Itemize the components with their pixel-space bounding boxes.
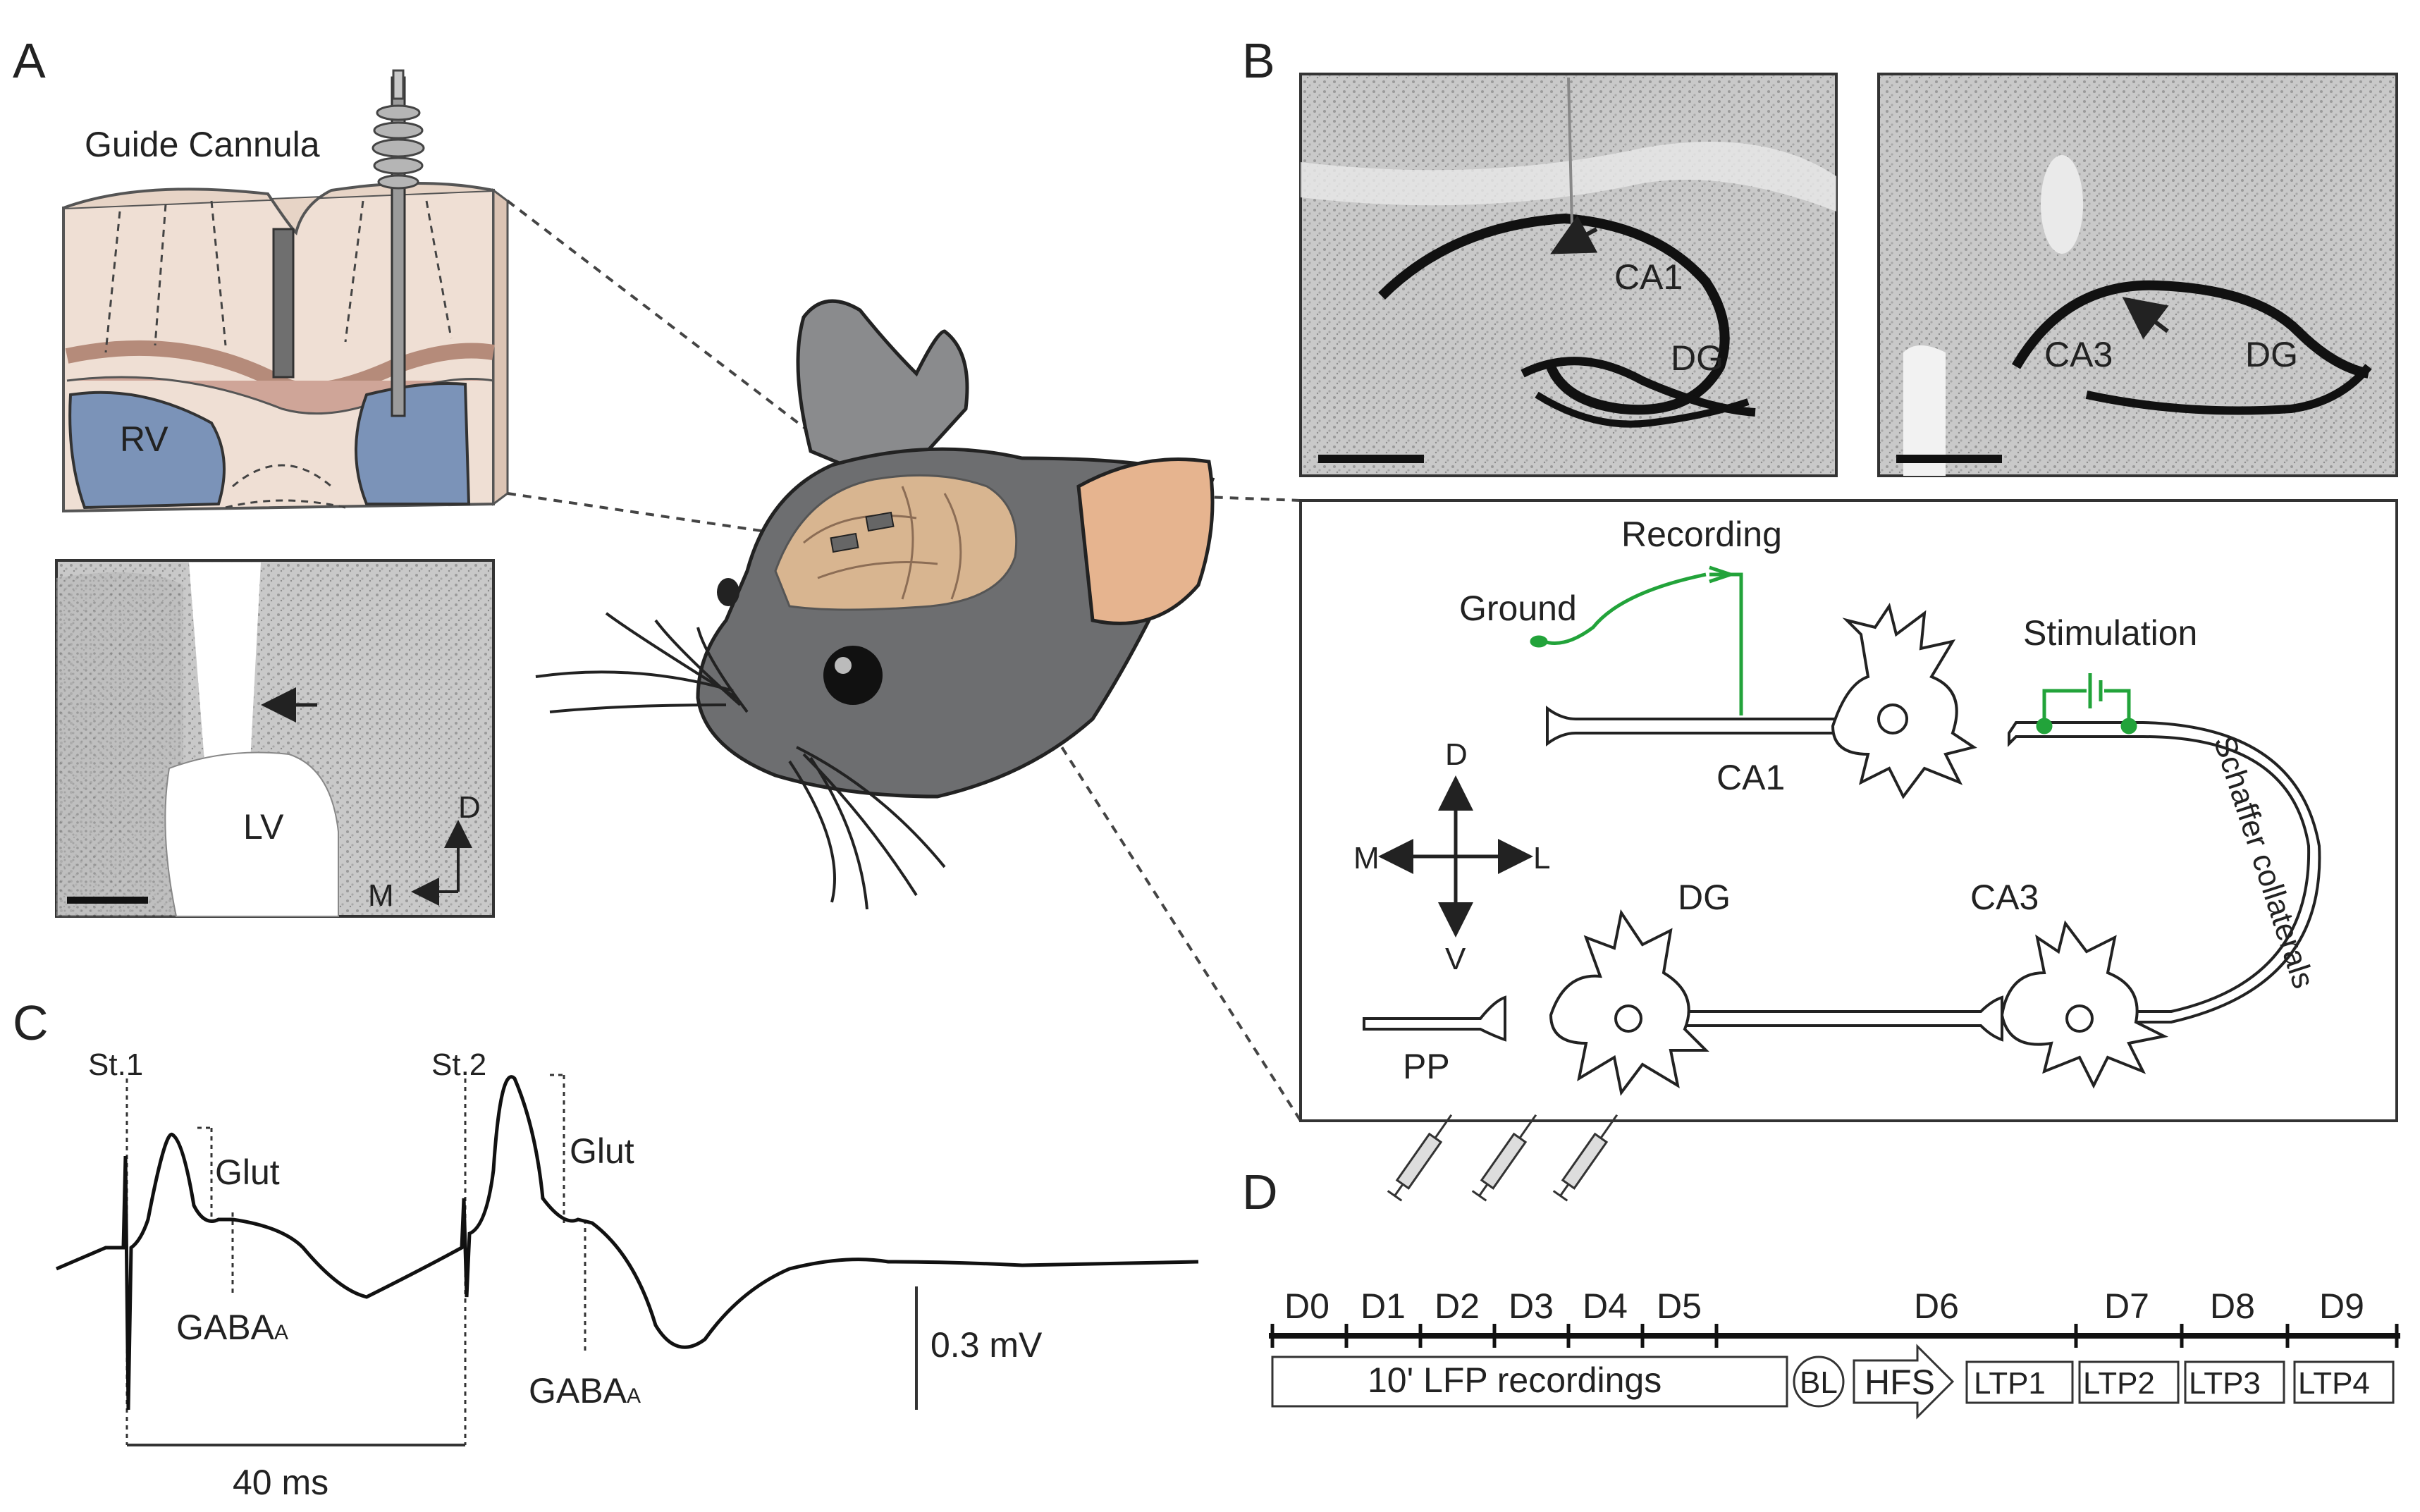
lfp-trace-line <box>56 1075 1199 1410</box>
stimulation-label: Stimulation <box>2023 613 2197 653</box>
lv-label: LV <box>243 807 284 847</box>
compass-v: V <box>1445 942 1466 976</box>
circuit-ca1-label: CA1 <box>1716 758 1785 797</box>
ltp4-label: LTP4 <box>2298 1366 2370 1401</box>
stimulation-electrode <box>2036 673 2137 735</box>
recording-electrode <box>1530 565 1743 715</box>
compass-m: M <box>1353 841 1380 875</box>
day-d9: D9 <box>2319 1286 2364 1326</box>
slice1-dg-label: DG <box>1671 338 1724 378</box>
hfs-arrow <box>1853 1344 1955 1420</box>
hfs-label: HFS <box>1865 1363 1935 1402</box>
brain-block-illustration <box>62 69 509 513</box>
gaba1-label: GABAA <box>176 1308 288 1347</box>
ltp3-label: LTP3 <box>2189 1366 2261 1401</box>
ltp1-label: LTP1 <box>1974 1366 2046 1401</box>
orientation-compass <box>1378 775 1533 938</box>
day-d1: D1 <box>1361 1286 1406 1326</box>
ltp2-box <box>2078 1360 2180 1404</box>
mouse-head-illustration <box>535 299 1215 910</box>
panel-b-letter: B <box>1242 33 1275 88</box>
circuit-neurons <box>1363 603 2321 1096</box>
panel-a-letter: A <box>13 33 46 88</box>
guide-cannula-label: Guide Cannula <box>85 125 320 164</box>
compass-d: D <box>1445 737 1468 772</box>
ltp2-label: LTP2 <box>2083 1366 2155 1401</box>
gaba2-label: GABAA <box>529 1371 641 1410</box>
circuit-ca3-label: CA3 <box>1970 878 2039 917</box>
glut1-label: Glut <box>215 1153 280 1192</box>
day-d7: D7 <box>2104 1286 2149 1326</box>
baseline-label: BL <box>1800 1365 1838 1400</box>
ltp1-box <box>1965 1360 2074 1404</box>
scale-time-label: 40 ms <box>233 1463 328 1502</box>
day-d8: D8 <box>2210 1286 2255 1326</box>
day-d6: D6 <box>1914 1286 1959 1326</box>
recording-label: Recording <box>1621 515 1782 554</box>
rv-label: RV <box>120 419 168 459</box>
timeline-ticks <box>1270 1324 2399 1348</box>
lfp-recordings-label: 10' LFP recordings <box>1368 1360 1662 1400</box>
slice2-dg-label: DG <box>2245 335 2298 374</box>
compass-l: L <box>1533 841 1550 875</box>
ground-label: Ground <box>1459 589 1577 628</box>
slice1-ca1-label: CA1 <box>1614 257 1683 297</box>
circuit-pp-label: PP <box>1403 1047 1450 1086</box>
day-d5: D5 <box>1657 1286 1702 1326</box>
glut2-label: Glut <box>570 1131 634 1171</box>
axis-d-label: D <box>458 790 481 825</box>
ltp4-box <box>2293 1360 2395 1404</box>
panel-c-letter: C <box>13 995 49 1050</box>
scale-voltage-label: 0.3 mV <box>930 1325 1043 1365</box>
day-d3: D3 <box>1509 1286 1554 1326</box>
slice2-ca3-label: CA3 <box>2044 335 2113 374</box>
ltp3-box <box>2184 1360 2285 1404</box>
day-d4: D4 <box>1583 1286 1628 1326</box>
histology-slice-b2 <box>1877 73 2398 477</box>
lfp-recordings-box <box>1271 1356 1788 1408</box>
axis-m-label: M <box>368 878 394 913</box>
st2-label: St.2 <box>431 1047 486 1082</box>
day-d2: D2 <box>1435 1286 1480 1326</box>
baseline-circle <box>1793 1356 1845 1408</box>
lfp-trace-panel <box>56 1074 1199 1446</box>
day-d0: D0 <box>1284 1286 1329 1326</box>
syringe-icons <box>1387 1114 1619 1202</box>
panel-d-letter: D <box>1242 1164 1278 1219</box>
st1-label: St.1 <box>88 1047 143 1082</box>
circuit-dg-label: DG <box>1678 878 1731 917</box>
histology-slice-b1 <box>1299 73 1838 477</box>
histology-slice-a <box>55 559 495 918</box>
